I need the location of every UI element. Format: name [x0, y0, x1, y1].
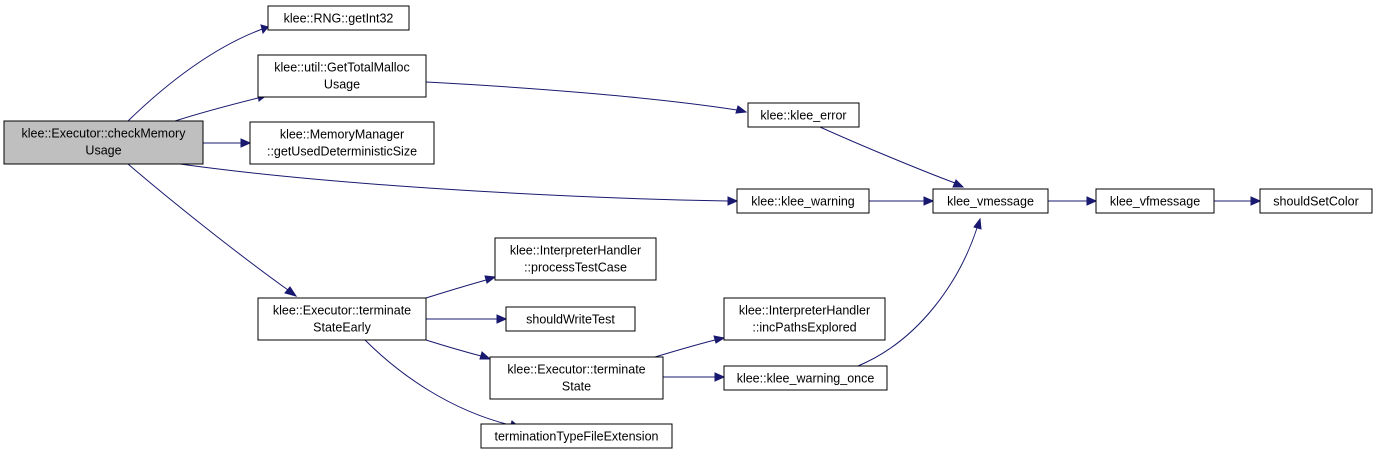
edge-terminate-state-to-klee-warning-once — [663, 372, 726, 382]
edges — [127, 24, 1262, 429]
node-label-line: klee::InterpreterHandler — [739, 304, 870, 318]
node-label-line: klee::Executor::terminate — [273, 304, 411, 318]
edge-check-memory-usage-to-get-total-malloc-usage — [174, 93, 269, 122]
node-process-test-case[interactable]: klee::InterpreterHandler ::processTestCa… — [494, 237, 657, 281]
edge-check-memory-usage-to-rng-getint32 — [127, 24, 269, 122]
node-label-line: Usage — [324, 78, 360, 92]
node-klee-warning-once[interactable]: klee::klee_warning_once — [723, 365, 888, 391]
node-klee-vfmessage[interactable]: klee_vfmessage — [1095, 188, 1215, 214]
node-terminate-state[interactable]: klee::Executor::terminate State — [489, 356, 664, 400]
node-klee-vmessage[interactable]: klee_vmessage — [932, 188, 1049, 214]
node-rng-getint32[interactable]: klee::RNG::getInt32 — [267, 5, 410, 31]
node-termination-type-file-extension[interactable]: terminationTypeFileExtension — [480, 423, 673, 449]
node-check-memory-usage[interactable]: klee::Executor::checkMemory Usage — [3, 120, 204, 165]
node-inc-paths-explored[interactable]: klee::InterpreterHandler ::incPathsExplo… — [723, 297, 886, 341]
edge-get-total-malloc-usage-to-klee-error — [425, 81, 748, 114]
edge-terminate-state-to-inc-paths-explored — [654, 335, 726, 358]
edge-klee-warning-once-to-klee-vmessage — [857, 217, 982, 367]
node-label-line: klee::RNG::getInt32 — [284, 12, 394, 26]
node-label-line: State — [562, 380, 591, 394]
node-label-line: klee_vfmessage — [1110, 195, 1200, 209]
node-label-line: klee::klee_error — [760, 109, 846, 123]
node-label-line: klee::Executor::checkMemory — [22, 127, 187, 141]
node-label-line: shouldSetColor — [1273, 195, 1358, 209]
node-terminate-state-early[interactable]: klee::Executor::terminate StateEarly — [257, 297, 427, 341]
node-should-set-color[interactable]: shouldSetColor — [1259, 188, 1373, 214]
edge-klee-vfmessage-to-should-set-color — [1214, 196, 1262, 206]
edge-terminate-state-early-to-terminate-state — [425, 339, 492, 360]
edge-check-memory-usage-to-memory-manager-size — [203, 138, 252, 148]
node-klee-error[interactable]: klee::klee_error — [747, 102, 860, 128]
edge-check-memory-usage-to-klee-warning — [179, 163, 739, 206]
node-label-line: terminationTypeFileExtension — [495, 430, 659, 444]
edge-terminate-state-early-to-should-write-test — [426, 314, 508, 324]
edge-klee-error-to-klee-vmessage — [819, 126, 965, 188]
node-label-line: klee::Executor::terminate — [507, 363, 645, 377]
node-label-line: ::incPathsExplored — [752, 321, 856, 335]
node-memory-manager-size[interactable]: klee::MemoryManager ::getUsedDeterminist… — [249, 121, 435, 165]
node-should-write-test[interactable]: shouldWriteTest — [505, 306, 636, 332]
edge-terminate-state-early-to-process-test-case — [425, 275, 497, 299]
edge-klee-vmessage-to-klee-vfmessage — [1048, 196, 1098, 206]
node-get-total-malloc-usage[interactable]: klee::util::GetTotalMalloc Usage — [257, 54, 427, 98]
node-label-line: klee::klee_warning — [751, 195, 855, 209]
node-label-line: ::getUsedDeterministicSize — [267, 145, 417, 159]
node-label-line: klee::klee_warning_once — [737, 372, 875, 386]
edge-check-memory-usage-to-terminate-state-early — [127, 163, 298, 297]
node-label-line: klee::util::GetTotalMalloc — [274, 61, 409, 75]
node-label-line: ::processTestCase — [524, 261, 627, 275]
node-label-line: klee_vmessage — [947, 195, 1034, 209]
node-label-line: StateEarly — [313, 321, 371, 335]
edge-klee-warning-to-klee-vmessage — [869, 196, 935, 206]
node-label-line: Usage — [85, 144, 121, 158]
node-label-line: shouldWriteTest — [526, 313, 615, 327]
node-klee-warning[interactable]: klee::klee_warning — [736, 188, 870, 214]
node-label-line: klee::InterpreterHandler — [510, 244, 641, 258]
node-label-line: klee::MemoryManager — [280, 128, 404, 142]
